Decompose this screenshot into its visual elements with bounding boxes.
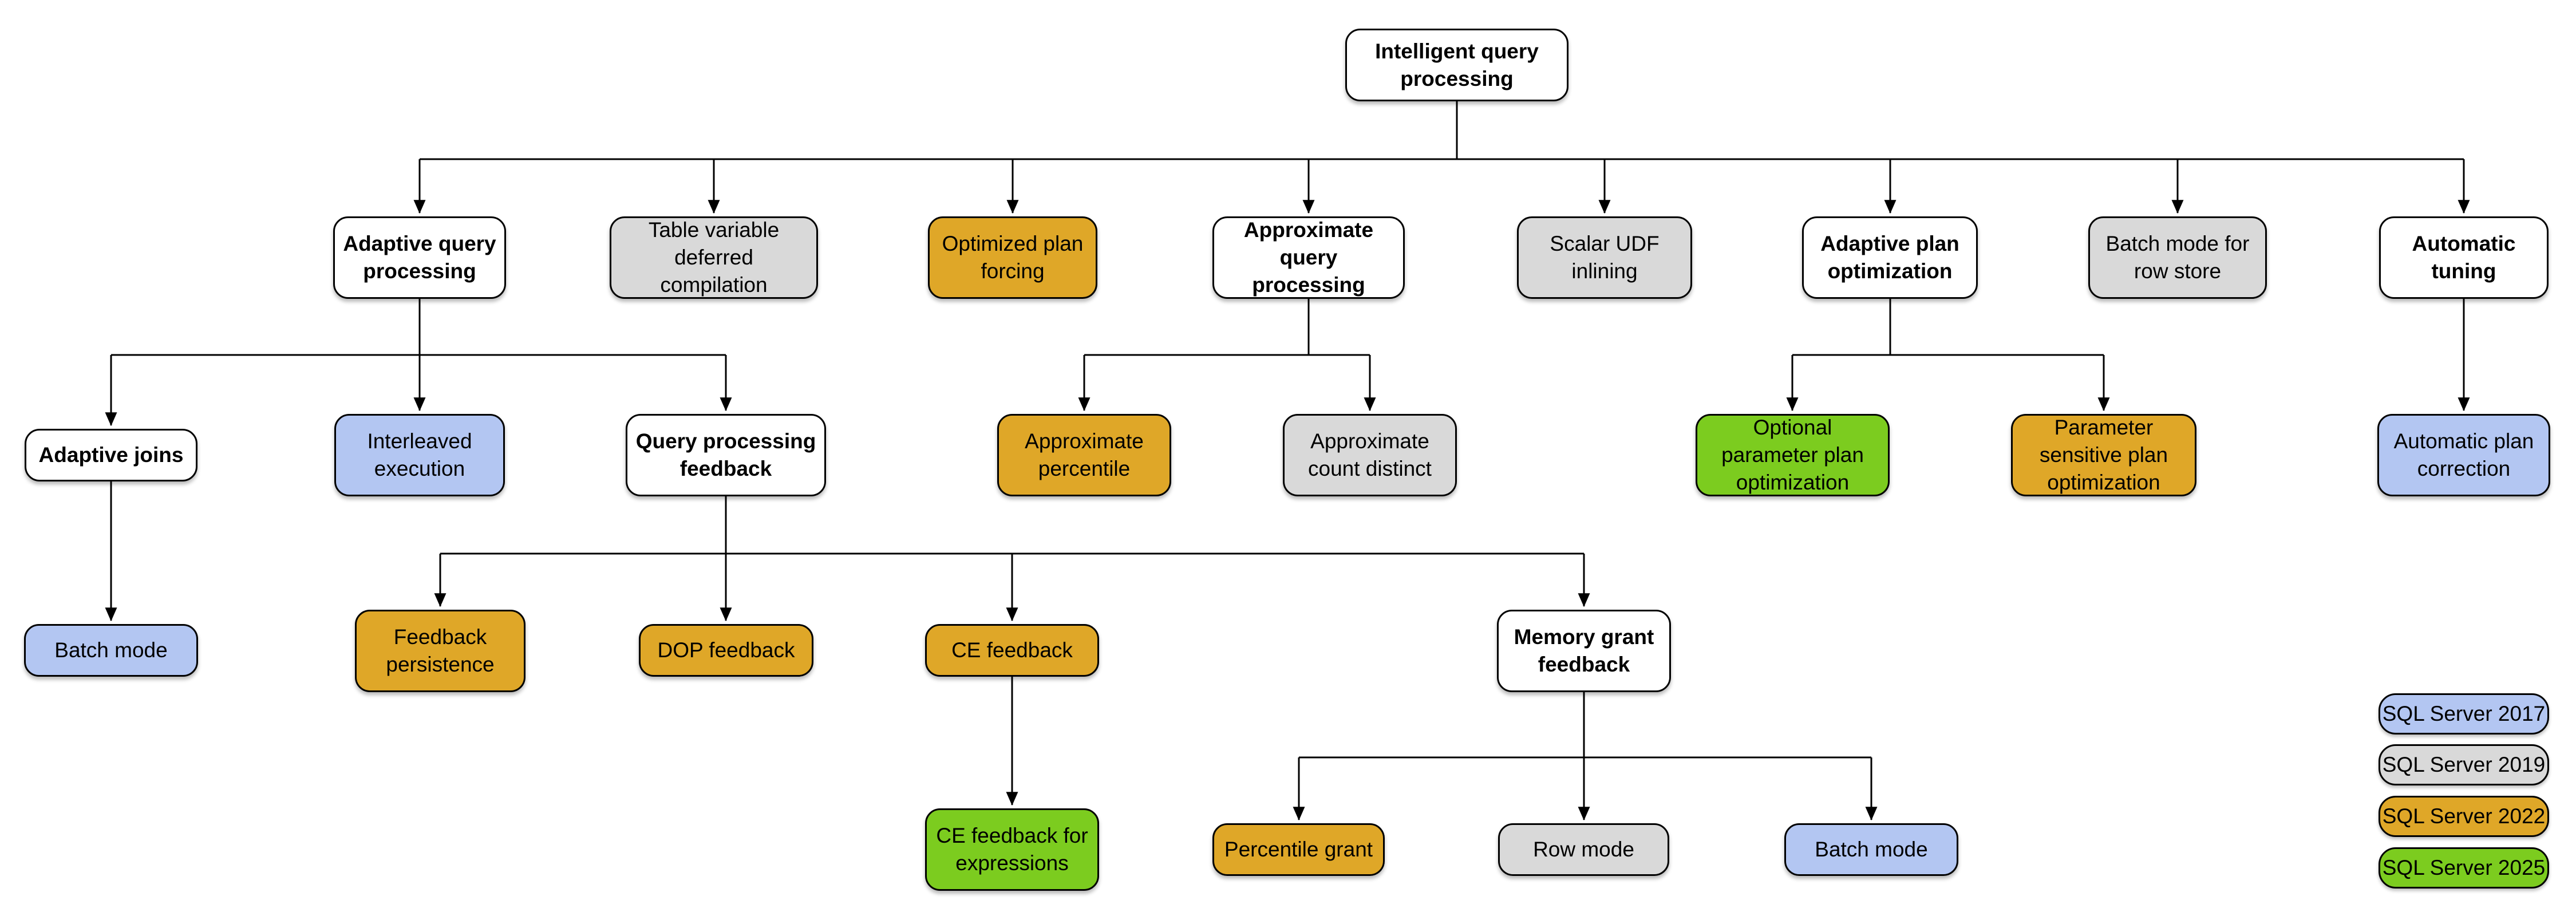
node-approximate-percentile: Approximate percentile: [997, 414, 1171, 496]
node-dop-feedback: DOP feedback: [639, 624, 813, 677]
node-label: Adaptive joins: [38, 443, 184, 467]
node-label: Automatic plan correction: [2393, 429, 2534, 480]
node-label: Feedback persistence: [386, 625, 495, 676]
node-automatic-tuning: Automatic tuning: [2379, 216, 2549, 299]
node-label: Intelligent query processing: [1375, 39, 1539, 90]
node-percentile-grant: Percentile grant: [1212, 823, 1385, 876]
legend-label: SQL Server 2022: [2382, 804, 2546, 828]
node-label: CE feedback for expressions: [936, 824, 1088, 875]
legend-label: SQL Server 2019: [2382, 753, 2546, 776]
node-label: Automatic tuning: [2412, 232, 2516, 283]
node-label: Interleaved execution: [367, 429, 472, 480]
node-batch-mode-memory-grant: Batch mode: [1784, 823, 1958, 876]
node-ce-feedback-for-expressions: CE feedback for expressions: [925, 808, 1099, 891]
node-label: Approximate count distinct: [1308, 429, 1432, 480]
node-label: Adaptive query processing: [343, 232, 496, 283]
node-label: CE feedback: [951, 638, 1073, 662]
node-label: Scalar UDF inlining: [1550, 232, 1660, 283]
node-label: DOP feedback: [657, 638, 795, 662]
node-optimized-plan-forcing: Optimized plan forcing: [928, 216, 1097, 299]
node-scalar-udf-inlining: Scalar UDF inlining: [1517, 216, 1692, 299]
node-label: Parameter sensitive plan optimization: [2039, 416, 2168, 494]
node-memory-grant-feedback: Memory grant feedback: [1497, 610, 1671, 692]
node-query-processing-feedback: Query processing feedback: [626, 414, 826, 496]
node-automatic-plan-correction: Automatic plan correction: [2377, 414, 2550, 496]
node-parameter-sensitive-plan-optimization: Parameter sensitive plan optimization: [2011, 414, 2196, 496]
node-batch-mode-for-row-store: Batch mode for row store: [2088, 216, 2267, 299]
legend-label: SQL Server 2017: [2382, 702, 2546, 725]
node-label: Optimized plan forcing: [942, 232, 1084, 283]
node-label: Approximate query processing: [1243, 218, 1374, 297]
node-adaptive-joins: Adaptive joins: [25, 429, 197, 481]
node-label: Batch mode for row store: [2105, 232, 2250, 283]
legend-item-sql-server-2025: SQL Server 2025: [2379, 847, 2549, 889]
node-label: Adaptive plan optimization: [1820, 232, 1959, 283]
legend-item-sql-server-2019: SQL Server 2019: [2379, 744, 2549, 785]
node-label: Query processing feedback: [635, 429, 816, 480]
legend-item-sql-server-2022: SQL Server 2022: [2379, 796, 2549, 837]
node-approximate-query-processing: Approximate query processing: [1212, 216, 1405, 299]
node-adaptive-query-processing: Adaptive query processing: [333, 216, 506, 299]
legend-label: SQL Server 2025: [2382, 856, 2546, 879]
node-label: Memory grant feedback: [1514, 625, 1654, 676]
node-label: Batch mode: [1815, 838, 1928, 861]
node-interleaved-execution: Interleaved execution: [334, 414, 505, 496]
node-adaptive-plan-optimization: Adaptive plan optimization: [1802, 216, 1978, 299]
node-label: Percentile grant: [1224, 838, 1373, 861]
node-label: Batch mode: [54, 638, 168, 662]
node-table-variable-deferred-compilation: Table variable deferred compilation: [610, 216, 818, 299]
node-ce-feedback: CE feedback: [925, 624, 1099, 677]
node-label: Approximate percentile: [1025, 429, 1144, 480]
node-optional-parameter-plan-optimization: Optional parameter plan optimization: [1696, 414, 1890, 496]
node-label: Optional parameter plan optimization: [1721, 416, 1864, 494]
node-label: Table variable deferred compilation: [648, 218, 780, 297]
node-feedback-persistence: Feedback persistence: [355, 610, 526, 692]
node-intelligent-query-processing: Intelligent query processing: [1345, 29, 1568, 101]
node-approximate-count-distinct: Approximate count distinct: [1283, 414, 1457, 496]
node-batch-mode-adaptive-joins: Batch mode: [24, 624, 198, 677]
node-row-mode: Row mode: [1498, 823, 1669, 876]
legend-item-sql-server-2017: SQL Server 2017: [2379, 693, 2549, 735]
node-label: Row mode: [1533, 838, 1634, 861]
